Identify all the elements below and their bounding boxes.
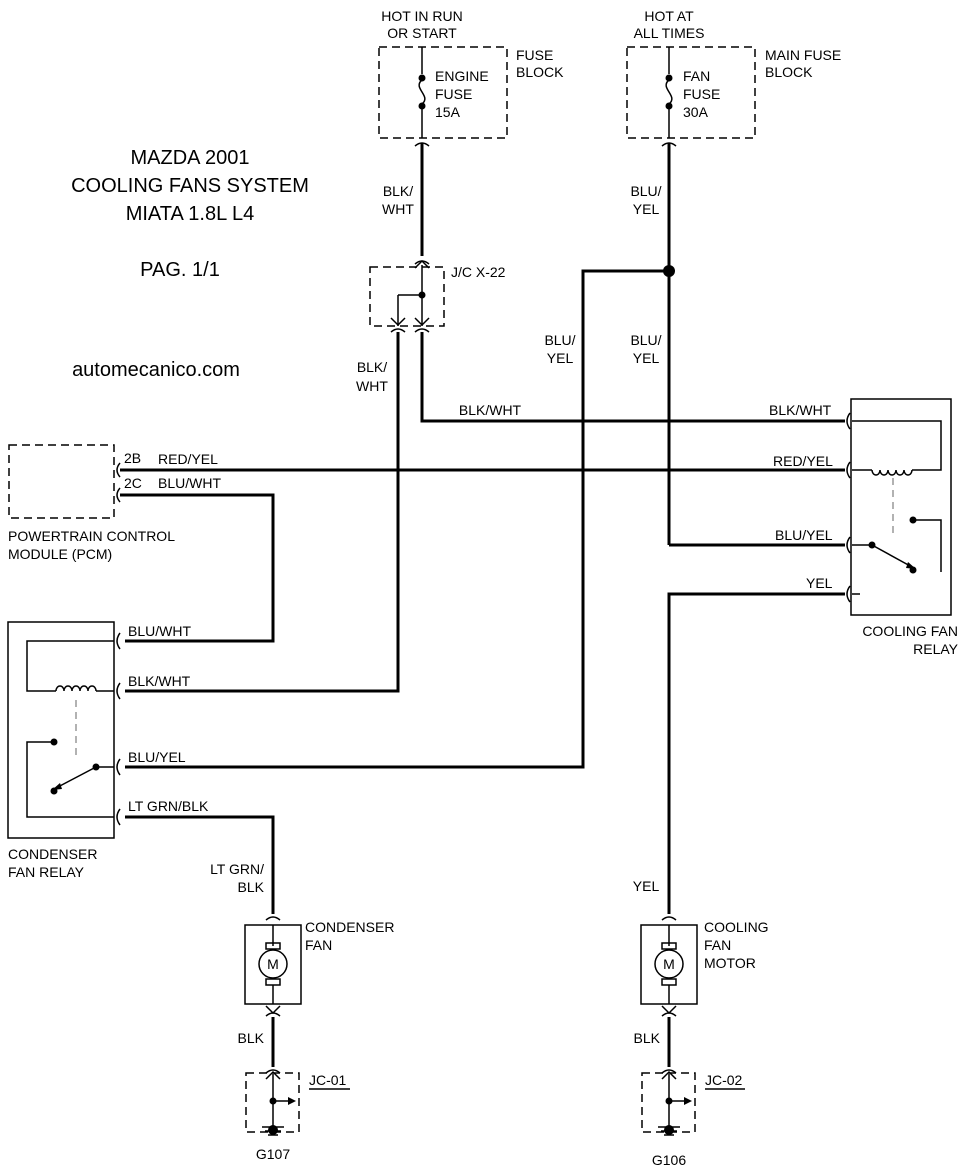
cooling-fan-relay-label-2: RELAY [913,641,959,657]
wire-label-blk-wht-split-2: WHT [356,378,388,394]
wire-label-blu-wht-1: BLU/WHT [158,475,221,491]
fan-fuse-label-1: FAN [683,68,710,84]
cooling-fan-motor-symbol: M [663,956,675,972]
cooling-fan-motor-label-3: MOTOR [704,955,756,971]
condenser-fan-label-2: FAN [305,937,332,953]
cooling-fan-relay-label-1: COOLING FAN [862,623,958,639]
title-line-2: COOLING FANS SYSTEM [71,175,309,197]
fan-fuse-label-2: FUSE [683,86,720,102]
engine-fuse: ENGINE FUSE 15A [378,46,508,139]
engine-fuse-label-1: ENGINE [435,68,489,84]
cooling-fan-motor-label-2: FAN [704,937,731,953]
hot-in-run-label-1: HOT IN RUN [381,8,462,24]
title-line-3: MIATA 1.8L L4 [126,203,255,225]
fuse-block-label-1: FUSE [516,47,553,63]
cooling-fan-motor-label-1: COOLING [704,919,769,935]
wire-label-blu-yel-mid-2: YEL [633,350,660,366]
pcm-pin-2c: 2C [124,475,142,491]
wire-label-blk-wht-feed-1: BLK/ [383,183,413,199]
wire-label-blu-yel-feed-2: YEL [633,201,660,217]
condenser-fan-motor [244,916,302,1017]
ground-jc02-label: JC-02 [705,1072,743,1088]
ground-jc01-label: JC-01 [309,1072,347,1088]
wire-label-lt-grn-blk: LT GRN/BLK [128,798,209,814]
page-number: PAG. 1/1 [140,259,220,281]
wire-label-blk-wht-feed-2: WHT [382,201,414,217]
ground-jc01 [245,1069,300,1136]
wire-label-yel-relay: YEL [806,575,833,591]
wire-blk-wht-cooling-relay [420,332,845,423]
main-fuse-block-label-1: MAIN FUSE [765,47,841,63]
wire-label-blu-yel-condenser: BLU/YEL [128,749,186,765]
wire-label-red-yel-1: RED/YEL [158,451,218,467]
title-line-1: MAZDA 2001 [131,147,250,169]
ground-g106-label: G106 [652,1152,686,1168]
hot-at-all-times-label-2: ALL TIMES [634,25,705,41]
engine-fuse-label-2: FUSE [435,86,472,102]
wire-label-red-yel-2: RED/YEL [773,453,833,469]
wire-label-blu-yel-relay: BLU/YEL [775,527,833,543]
wire-label-blk-wht-split-1: BLK/ [357,359,387,375]
condenser-fan-relay-label-2: FAN RELAY [8,864,85,880]
wire-label-blk-wht-1: BLK/WHT [459,402,522,418]
wire-label-blu-yel-branch-1: BLU/ [544,332,575,348]
wire-label-blk-wht-condenser: BLK/WHT [128,673,191,689]
wire-label-blk-wht-2: BLK/WHT [769,402,832,418]
pcm-label-2: MODULE (PCM) [8,546,112,562]
fan-fuse: FAN FUSE 30A [626,46,756,139]
condenser-fan-relay [7,621,121,839]
wire-lt-grn-blk [125,815,275,914]
wire-label-blu-yel-feed-1: BLU/ [630,183,661,199]
pcm-label-1: POWERTRAIN CONTROL [8,528,175,544]
main-fuse-block-label-2: BLOCK [765,64,813,80]
ground-jc02 [641,1069,696,1136]
wire-label-blk-cooling: BLK [634,1030,661,1046]
wire-label-blu-wht-2: BLU/WHT [128,623,191,639]
pcm-connector-2c [116,487,121,503]
wire-label-blu-yel-branch-2: YEL [547,350,574,366]
wire-label-lt-grn-split-2: BLK [238,879,265,895]
pcm-pin-2b: 2B [124,450,141,466]
ground-g107-label: G107 [256,1146,290,1162]
wire-label-blu-yel-mid-1: BLU/ [630,332,661,348]
fuse-block-label-2: BLOCK [516,64,564,80]
pcm-connector-2b [116,462,121,478]
site-label: automecanico.com [72,359,240,381]
wire-yel [667,592,845,914]
wire-blu-yel-branch [125,269,669,769]
junction-label: J/C X-22 [451,264,506,280]
condenser-fan-motor-symbol: M [267,956,279,972]
fan-fuse-label-3: 30A [683,104,709,120]
wire-blu-wht [120,493,275,643]
hot-in-run-label-2: OR START [387,25,457,41]
condenser-fan-label-1: CONDENSER [305,919,394,935]
wire-label-blk-condenser: BLK [238,1030,265,1046]
wire-label-lt-grn-split-1: LT GRN/ [210,861,264,877]
wire-label-yel-motor: YEL [633,878,660,894]
condenser-fan-relay-label-1: CONDENSER [8,846,97,862]
junction-x22 [369,259,445,333]
cooling-fan-relay [846,398,952,616]
engine-fuse-label-3: 15A [435,104,461,120]
cooling-fan-motor [640,916,698,1017]
wire-blk-wht-condenser-relay [125,332,400,693]
pcm-module [8,444,115,519]
hot-at-all-times-label-1: HOT AT [644,8,694,24]
